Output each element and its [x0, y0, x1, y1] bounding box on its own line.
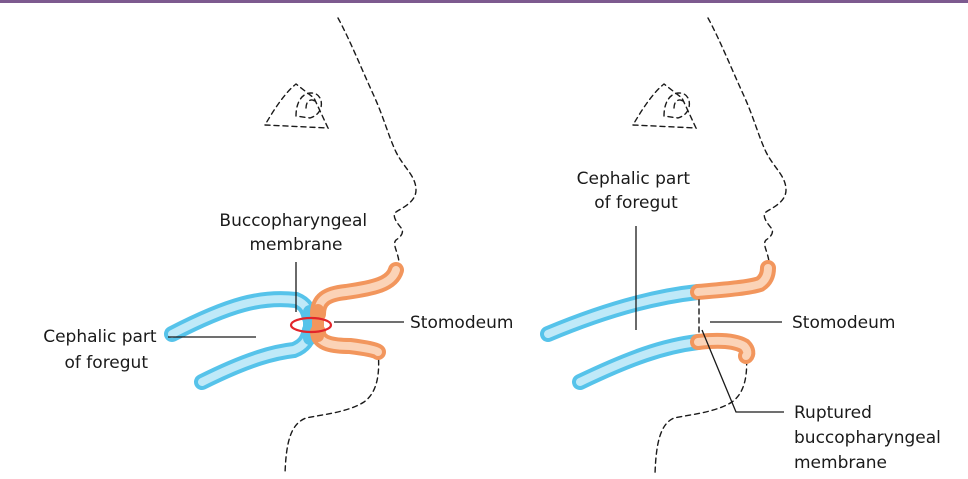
- left-stomodeum-label: Stomodeum: [410, 313, 513, 333]
- left-foregut-label-line1: Cephalic part: [43, 327, 157, 347]
- left-panel: Buccopharyngeal membrane Cephalic part o…: [43, 18, 513, 474]
- right-foregut-tube: [548, 292, 698, 382]
- left-membrane-label-line2: membrane: [249, 235, 342, 255]
- ruptured-label: Ruptured buccopharyngeal membrane: [794, 403, 946, 473]
- right-chin-outline: [655, 351, 747, 474]
- right-foregut-label-line1: Cephalic part: [577, 169, 691, 189]
- right-stomodeum-label: Stomodeum: [792, 313, 895, 333]
- right-panel: Cephalic part of foregut Stomodeum Ruptu…: [548, 18, 946, 474]
- ruptured-label-line2: buccopharyngeal: [794, 428, 941, 448]
- left-membrane-label: Buccopharyngeal membrane: [219, 211, 372, 255]
- left-eye: [265, 84, 328, 128]
- right-foregut-label: Cephalic part of foregut: [577, 169, 696, 213]
- left-foregut-label: Cephalic part of foregut: [43, 327, 162, 373]
- left-membrane-label-line1: Buccopharyngeal: [219, 211, 367, 231]
- right-stomodeum: [698, 268, 768, 356]
- left-face-profile: [338, 18, 416, 271]
- left-chin-outline: [285, 351, 379, 474]
- left-foregut-tube: [172, 299, 310, 382]
- ruptured-label-line1: Ruptured: [794, 403, 872, 423]
- right-eye: [633, 84, 696, 128]
- left-foregut-label-line2: of foregut: [65, 353, 149, 373]
- left-stomodeum: [318, 270, 396, 352]
- ruptured-label-line3: membrane: [794, 453, 887, 473]
- right-foregut-label-line2: of foregut: [594, 193, 678, 213]
- right-face-profile: [708, 18, 786, 271]
